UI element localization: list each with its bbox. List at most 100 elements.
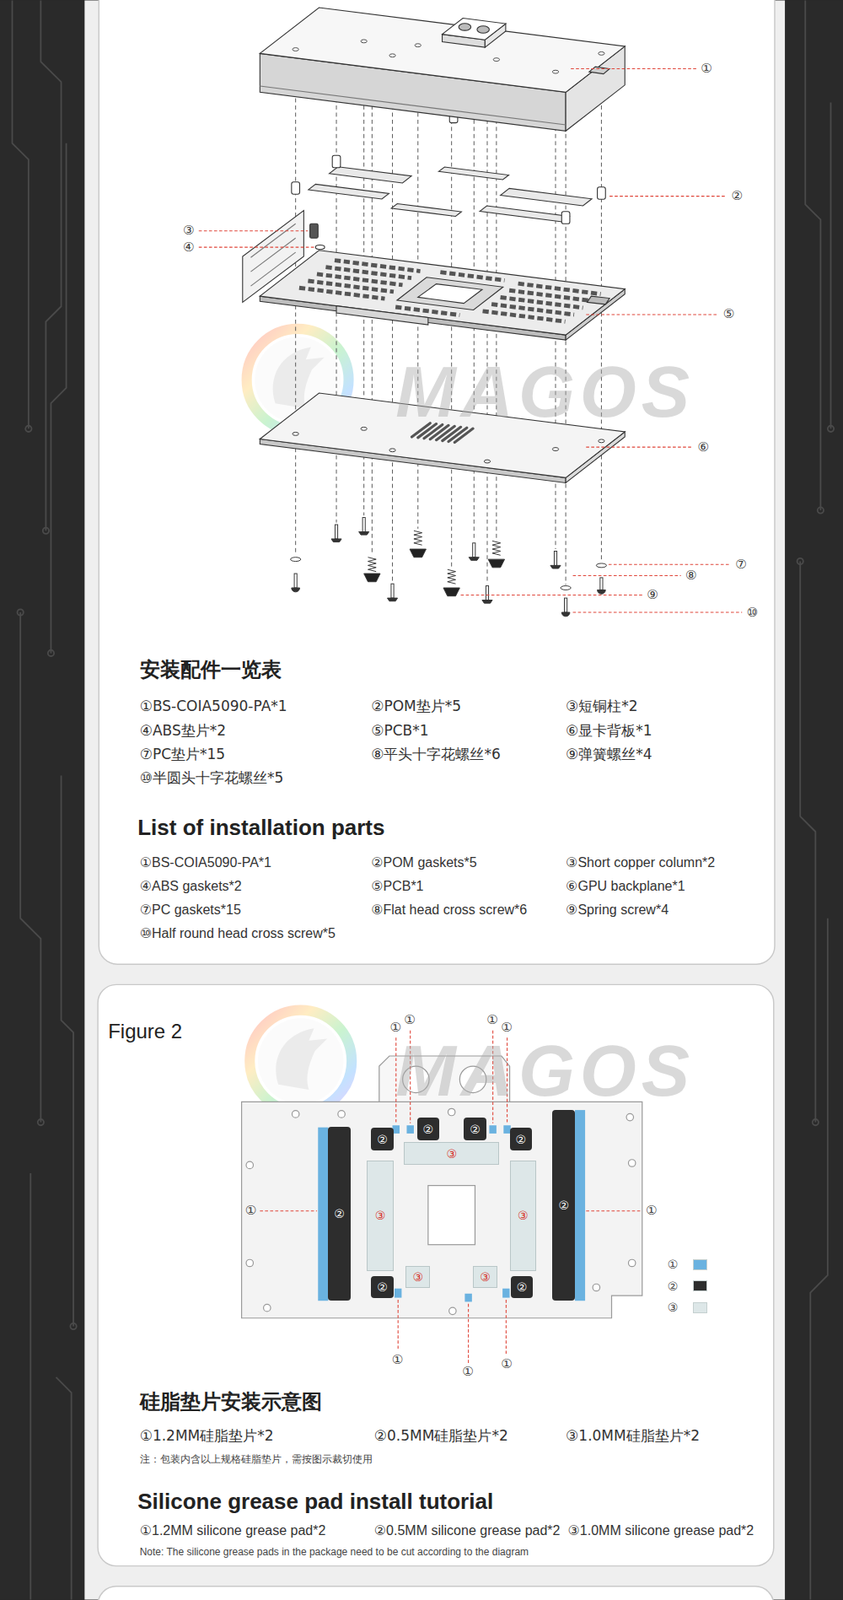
screw-part xyxy=(294,573,297,588)
part-item: ⑩Half round head cross screw*5 xyxy=(139,924,336,941)
callout-number: ② xyxy=(731,187,743,204)
circuit-decor xyxy=(25,425,32,432)
thermal-pad-dark: ② xyxy=(417,1116,441,1140)
standoff-part xyxy=(291,110,606,250)
standoff-part xyxy=(332,155,341,168)
leader-line xyxy=(585,313,719,315)
callout-number: ⑦ xyxy=(735,556,747,572)
screw-part xyxy=(391,583,394,598)
pcb-board xyxy=(299,260,602,323)
part-item: ④ABS垫片*2 xyxy=(139,721,226,739)
water-block xyxy=(552,69,559,74)
leader-line xyxy=(259,1209,317,1211)
screw-part xyxy=(482,599,493,603)
screw-part xyxy=(596,563,607,568)
screw-part xyxy=(409,548,426,558)
leader-line xyxy=(570,68,697,70)
pad-number: ② xyxy=(376,1279,388,1294)
panel-card xyxy=(98,0,775,964)
circuit-decor xyxy=(827,425,834,432)
pad-1-2mm xyxy=(488,1124,496,1133)
water-block xyxy=(458,23,472,31)
screw-part xyxy=(447,569,457,584)
callout-number: ① xyxy=(389,1019,401,1035)
assembly-axis xyxy=(371,98,373,556)
callout-number: ③ xyxy=(182,222,194,238)
leader-line xyxy=(461,594,643,596)
pad-1-2mm xyxy=(574,1109,586,1300)
pcb-board xyxy=(250,252,296,286)
screw-part xyxy=(550,564,561,569)
thermal-pad-layer xyxy=(479,205,570,222)
callout-number: ⑩ xyxy=(746,604,758,620)
circuit-decor xyxy=(29,1172,32,1599)
board-outline xyxy=(592,1283,600,1290)
assembly-axis xyxy=(391,98,393,582)
thermal-pad-layer xyxy=(308,166,592,222)
pcb-board xyxy=(250,223,296,258)
standoff-part xyxy=(315,244,325,249)
gpu-backplate xyxy=(389,448,396,452)
circuit-decor xyxy=(69,1322,76,1329)
board-outline xyxy=(428,1185,476,1245)
thermal-pad-dark: ② xyxy=(552,1109,575,1300)
part-item: ⑤PCB*1 xyxy=(370,721,429,739)
pad-1-2mm xyxy=(392,1124,400,1133)
screw-part xyxy=(290,517,607,617)
circuit-decor xyxy=(812,1118,819,1125)
screw-part xyxy=(488,558,505,568)
pad-number: ② xyxy=(515,1132,527,1146)
logo-watermark xyxy=(257,1017,344,1104)
section-title: 硅脂垫片安装示意图 xyxy=(139,1389,323,1414)
part-item: ⑤PCB*1 xyxy=(370,877,424,894)
part-item: ⑨Spring screw*4 xyxy=(565,901,669,918)
board-outline xyxy=(447,1107,455,1115)
gpu-backplate xyxy=(292,431,299,435)
circuit-decor xyxy=(61,774,75,1326)
pad-number: ③ xyxy=(445,1146,457,1160)
screw-part xyxy=(362,517,366,532)
pcb-board xyxy=(259,250,625,335)
screw-part xyxy=(334,524,338,539)
logo-watermark xyxy=(275,1027,328,1090)
part-item: ②0.5MM silicone grease pad*2 xyxy=(374,1521,561,1538)
screw-part xyxy=(553,550,557,565)
circuit-decor xyxy=(810,918,828,1600)
panel-card xyxy=(97,0,775,1600)
callout-number: ① xyxy=(391,1351,403,1367)
water-block xyxy=(493,58,500,62)
callout-number: ① xyxy=(245,1202,257,1218)
water-block xyxy=(414,43,421,48)
water-block xyxy=(292,48,299,52)
part-item: ③短铜柱*2 xyxy=(565,697,639,715)
water-block xyxy=(598,51,605,55)
screw-part xyxy=(386,597,398,602)
callout-number: ⑨ xyxy=(646,586,658,602)
thermal-pad-dark: ② xyxy=(463,1116,487,1140)
thermal-pad-dark: ② xyxy=(370,1275,394,1299)
pad-number: ② xyxy=(516,1279,528,1294)
gpu-backplate xyxy=(598,439,605,443)
callout-number: ① xyxy=(645,1202,657,1218)
leader-line xyxy=(467,1303,469,1363)
pad-number: ③ xyxy=(517,1208,529,1222)
screw-part xyxy=(468,557,479,561)
pad-number: ② xyxy=(469,1122,481,1136)
circuit-decor xyxy=(37,1118,44,1125)
water-block xyxy=(442,18,506,41)
part-item: ⑨弹簧螺丝*4 xyxy=(565,745,653,763)
pad-1-2mm xyxy=(317,1127,328,1301)
leader-line xyxy=(585,1209,640,1211)
pcb-board xyxy=(397,277,504,311)
thermal-pad-dark: ② xyxy=(510,1275,534,1299)
pad-1-2mm xyxy=(406,1124,414,1133)
pad-number: ③ xyxy=(479,1269,491,1284)
pcb-board xyxy=(500,296,584,307)
circuit-decor xyxy=(48,649,54,656)
board-outline xyxy=(626,1112,634,1120)
leader-line xyxy=(397,1299,399,1350)
circuit-decor xyxy=(800,561,816,1123)
part-item: ⑩半圆头十字花螺丝*5 xyxy=(139,768,285,786)
standoff-part xyxy=(310,223,319,238)
water-block xyxy=(589,66,610,74)
